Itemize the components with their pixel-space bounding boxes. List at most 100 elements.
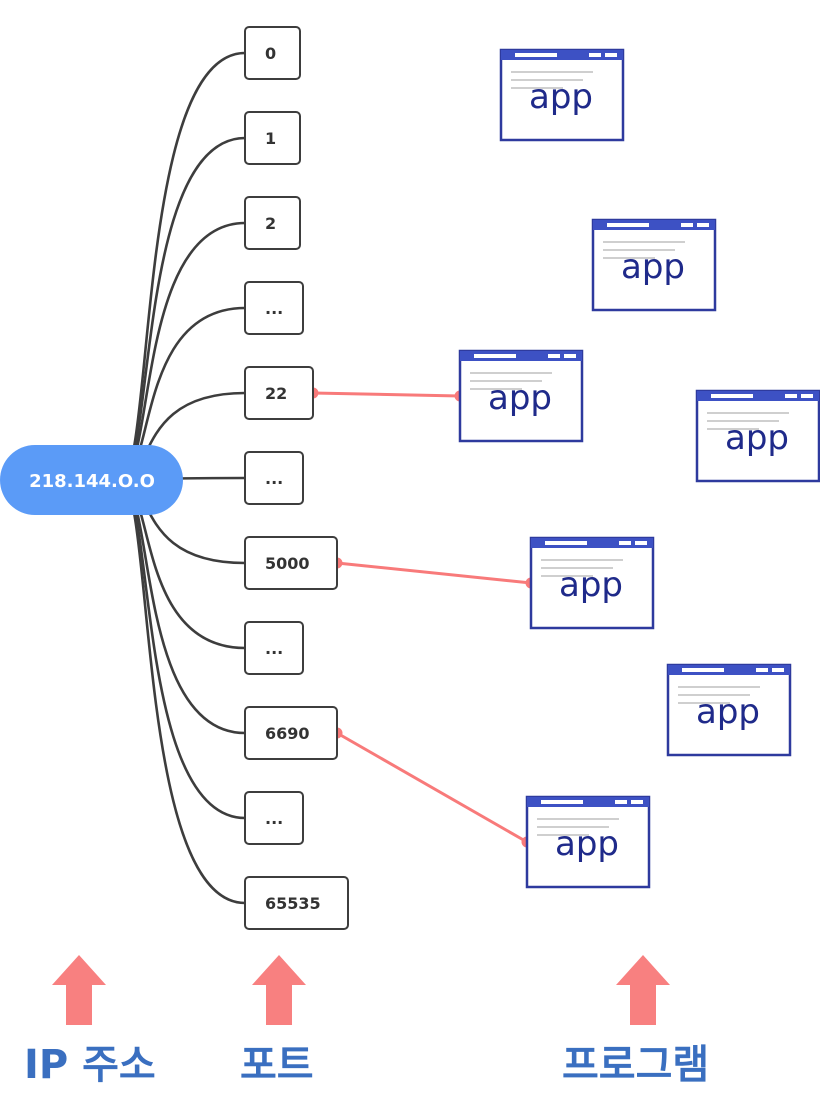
titlebar-button-icon [631,800,643,804]
port-box-frame [244,281,304,335]
app-window: app [458,349,584,443]
titlebar-tab-icon [541,800,583,804]
app-label: app [621,247,685,287]
app-label: app [555,824,619,864]
titlebar-tab-icon [515,53,557,57]
app-window-titlebar [697,391,819,401]
app-label: app [559,565,623,605]
ip-node-pill [0,445,183,515]
port-box: ... [244,791,304,845]
port-box: ... [244,621,304,675]
tree-branch [119,478,246,820]
app-window: app [666,663,792,757]
app-window: app [529,536,655,630]
app-window: app [591,218,717,312]
port-number: 2 [265,214,276,233]
port-box-frame [244,706,338,760]
port-box-frame [244,196,301,250]
port-box: ... [244,281,304,335]
titlebar-button-icon [801,394,813,398]
up-arrow-icon [616,955,670,1025]
titlebar-button-icon [772,668,784,672]
tree-branch [119,478,246,735]
port-box: 22 [244,366,314,420]
titlebar-tab-icon [682,668,724,672]
port-number: 0 [265,44,276,63]
titlebar-tab-icon [545,541,587,545]
titlebar-button-icon [548,354,560,358]
up-arrow-icon [252,955,306,1025]
titlebar-button-icon [564,354,576,358]
tree-branch [119,221,246,482]
port-number: 5000 [265,554,310,573]
titlebar-button-icon [785,394,797,398]
titlebar-button-icon [605,53,617,57]
app-window-frame [529,536,655,630]
titlebar-button-icon [615,800,627,804]
port-box-frame [244,876,349,930]
port-box: 65535 [244,876,349,930]
port-list: 0 1 2... 22... 5000... 6690... 65535 [244,26,349,930]
titlebar-button-icon [697,223,709,227]
app-windows: app app app app app app app [458,48,820,889]
app-label: app [696,692,760,732]
app-window-titlebar [501,50,623,60]
app-window-frame [525,795,651,889]
program-label: 프로그램 [562,1042,710,1088]
port-box: 6690 [244,706,338,760]
port-box: ... [244,451,304,505]
ip-node: 218.144.O.O [0,445,183,515]
app-window-titlebar [531,538,653,548]
port-number: ... [265,639,283,658]
ip-address: 218.144.O.O [29,471,155,492]
port-number: 6690 [265,724,310,743]
port-number: 22 [265,384,287,403]
titlebar-button-icon [635,541,647,545]
port-label: 포트 [240,1042,314,1088]
port-box-frame [244,451,304,505]
titlebar-button-icon [589,53,601,57]
port-number: ... [265,469,283,488]
app-window-frame [458,349,584,443]
titlebar-tab-icon [607,223,649,227]
titlebar-button-icon [756,668,768,672]
titlebar-button-icon [619,541,631,545]
port-app-connector [336,561,532,585]
app-window-titlebar [460,351,582,361]
port-app-connector [336,731,528,844]
port-number: ... [265,299,283,318]
port-number: ... [265,809,283,828]
port-app-connector [312,391,461,398]
port-box: 5000 [244,536,338,590]
titlebar-button-icon [681,223,693,227]
ip-address-label: IP 주소 [24,1042,156,1088]
app-label: app [725,418,789,458]
connection-lines [307,387,537,848]
port-number: 65535 [265,894,321,913]
app-window-frame [591,218,717,312]
port-box-frame [244,111,301,165]
app-window: app [499,48,625,142]
port-number: 1 [265,129,276,148]
titlebar-tab-icon [474,354,516,358]
port-box-frame [244,26,301,80]
port-box: 2 [244,196,301,250]
port-box-frame [244,791,304,845]
port-box: 0 [244,26,301,80]
app-window-titlebar [593,220,715,230]
port-box-frame [244,366,314,420]
app-label: app [488,378,552,418]
app-window-titlebar [527,797,649,807]
app-window-frame [695,389,820,483]
titlebar-tab-icon [711,394,753,398]
app-window-titlebar [668,665,790,675]
port-box-frame [244,621,304,675]
app-window: app [525,795,651,889]
app-window-frame [499,48,625,142]
port-box-frame [244,536,338,590]
port-box: 1 [244,111,301,165]
app-label: app [529,77,593,117]
up-arrow-icon [52,955,106,1025]
app-window: app [695,389,820,483]
